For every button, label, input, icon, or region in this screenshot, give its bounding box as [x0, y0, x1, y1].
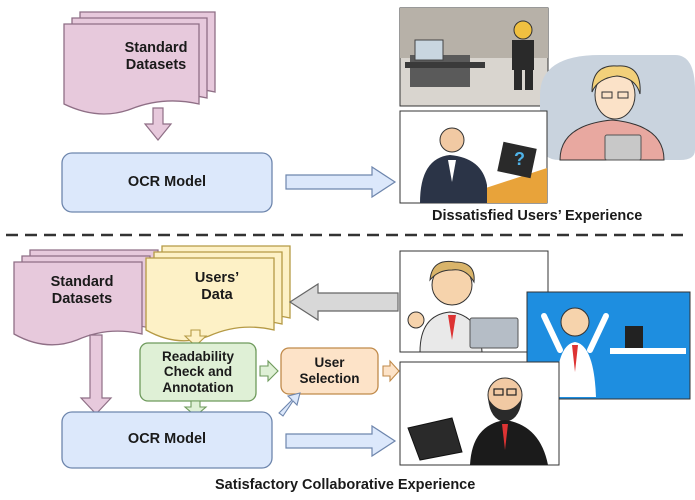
- readability-to-selection-arrow: [259, 359, 279, 383]
- bearded-user-image: [399, 361, 560, 466]
- happy-user-image: [399, 250, 549, 353]
- ocr-to-selection-arrow: [278, 392, 301, 417]
- bottom-caption: Satisfactory Collaborative Experience: [215, 477, 476, 493]
- angry-woman-image: [540, 55, 695, 161]
- top-ocr-box: [61, 152, 273, 213]
- office-scene-image: [399, 7, 549, 107]
- readability-label: Readability Check and Annotation: [161, 348, 235, 395]
- svg-text:?: ?: [514, 149, 525, 169]
- users-data-stack: [145, 245, 291, 342]
- user-selection-box: [280, 347, 379, 395]
- bottom-ocr-label: OCR Model: [127, 431, 207, 448]
- bottom-datasets-stack: [13, 249, 159, 346]
- top-caption: Dissatisfied Users’ Experience: [432, 208, 643, 224]
- bottom-right-arrow: [285, 424, 397, 458]
- bottom-datasets-label: Standard Datasets: [50, 273, 114, 307]
- users-to-readability-arrow: [183, 329, 208, 347]
- users-data-label: Users’ Data: [194, 269, 240, 303]
- bottom-down-arrow: [79, 334, 113, 415]
- stressed-man-image: ?: [399, 110, 548, 204]
- bottom-ocr-box: [61, 411, 273, 469]
- user-selection-label: User Selection: [299, 354, 360, 386]
- top-ocr-label: OCR Model: [127, 173, 207, 190]
- top-datasets-stack: [63, 11, 216, 115]
- selection-to-user-arrow: [382, 359, 400, 383]
- feedback-left-arrow: [288, 282, 399, 322]
- top-down-arrow: [143, 107, 173, 141]
- top-datasets-label: Standard Datasets: [124, 39, 188, 73]
- top-right-arrow: [285, 165, 397, 199]
